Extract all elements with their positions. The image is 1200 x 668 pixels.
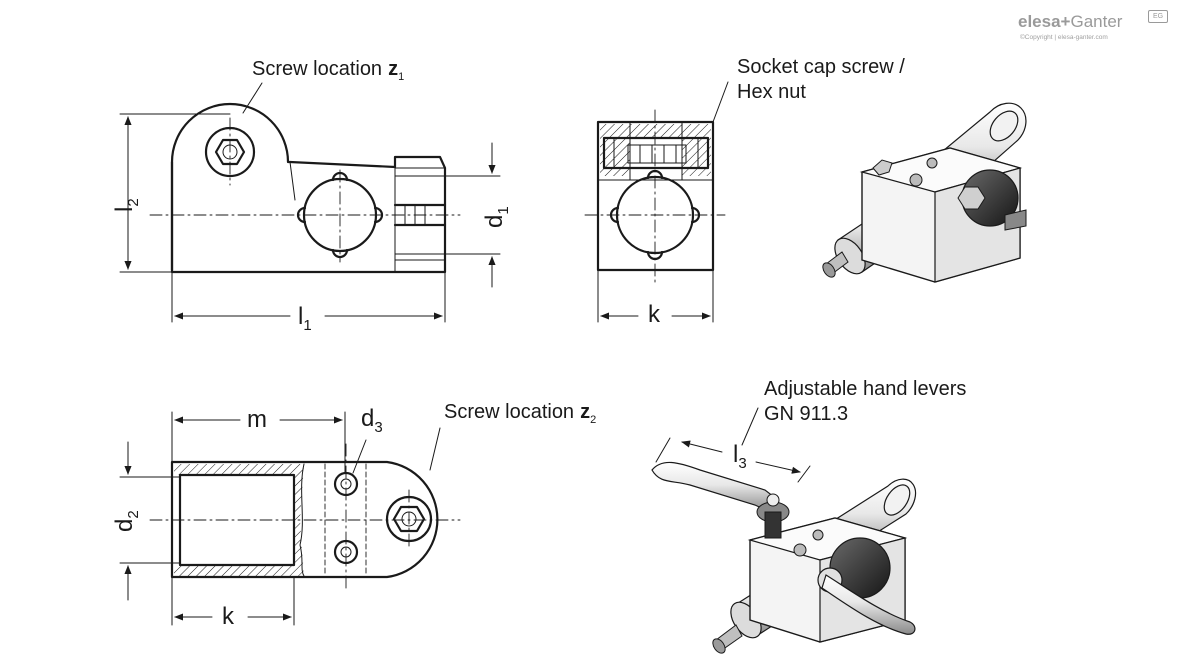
isometric-view-top	[822, 102, 1027, 283]
top-view-outline	[170, 460, 439, 579]
callout-adjustable-hand-levers: Adjustable hand levers	[764, 378, 966, 400]
front-outline	[596, 120, 715, 272]
dim-l3-label: l3	[733, 441, 747, 472]
brand-badge: EG	[1148, 10, 1168, 23]
hex-socket	[214, 138, 246, 166]
front-section-view	[584, 81, 729, 323]
callout-hex-nut: Hex nut	[737, 81, 806, 103]
callout-socket-cap-screw: Socket cap screw /	[737, 56, 905, 78]
dim-d3-label: d3	[361, 405, 383, 436]
brand-name-part1: elesa	[1018, 12, 1061, 31]
brand-name-plus: +	[1060, 12, 1071, 31]
isometric-view-levers	[651, 407, 917, 654]
dim-m-label: m	[247, 406, 267, 433]
dim-d2-label: d2	[111, 510, 142, 532]
brand-name: elesa+Ganter	[1018, 12, 1122, 32]
dim-k-top-label: k	[648, 301, 661, 328]
top-view	[119, 411, 461, 626]
brand-logo: elesa+Ganter ©Copyright | elesa-ganter.c…	[1018, 10, 1168, 46]
dim-l1-label: l1	[298, 303, 312, 334]
side-view	[119, 82, 501, 323]
callout-gn-number: GN 911.3	[764, 403, 848, 425]
brand-copyright: ©Copyright | elesa-ganter.com	[1020, 34, 1108, 41]
dim-l2-label: l2	[111, 198, 142, 212]
dim-k-bottom-label: k	[222, 603, 235, 630]
dim-d1-label: d1	[481, 206, 512, 228]
side-view-outline	[170, 102, 447, 274]
brand-name-part2: Ganter	[1070, 12, 1123, 31]
